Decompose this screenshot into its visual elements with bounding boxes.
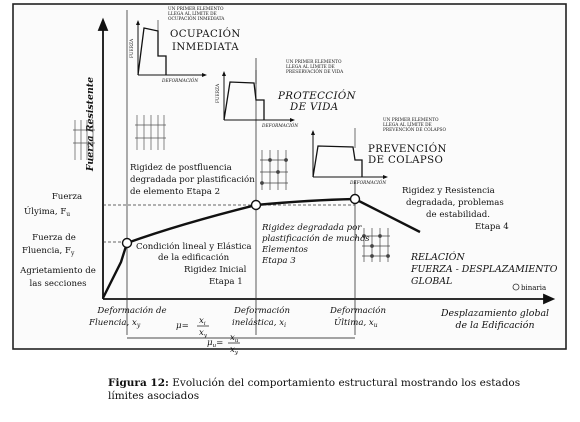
stage3-title-2: DE COLAPSO <box>368 155 443 166</box>
stage3-title-1: PREVENCIÓN <box>368 141 447 155</box>
region-etapa3: Rigidez degradada por plastificación de … <box>261 223 370 266</box>
etapa2-line1: Rigidez de postfluencia <box>130 163 232 173</box>
region-etapa1: Condición lineal y Elástica de la edific… <box>136 241 252 287</box>
region-etapa4: Rigidez y Resistencia degradada, problem… <box>402 186 509 232</box>
label-def-inelastica-1: Deformación <box>233 305 290 316</box>
main-axes <box>97 17 556 305</box>
caption-label: Figura 12: <box>108 377 169 389</box>
label-agrietamiento-1: Agrietamiento de <box>19 266 96 276</box>
label-fuerza-ultima-1: Fuerza <box>52 192 82 202</box>
x-axis-label-2: de la Edificación <box>456 320 535 331</box>
deformation-labels: Deformación de Fluencia, xy Deformación … <box>88 305 386 329</box>
x-axis-label-1: Desplazamiento global <box>440 308 549 319</box>
etapa4-line1: Rigidez y Resistencia <box>402 186 495 196</box>
figure-frame <box>12 3 567 350</box>
stage2-fuerza: FUERZA <box>216 83 221 103</box>
mu-symbol: μ= <box>176 321 189 331</box>
inset-prevencion-de-colapso: DEFORMACIÓN UN PRIMER ELEMENTO LLEGA AL … <box>311 118 447 186</box>
inset-proteccion-de-vida: FUERZA DEFORMACIÓN UN PRIMER ELEMENTO LL… <box>216 60 357 129</box>
stage2-note-2: LLEGA AL LÍMITE DE <box>286 64 335 70</box>
mu-u-denominator: xy <box>230 345 239 356</box>
stage3-note-3: PREVENCIÓN DE COLAPSO <box>383 127 446 133</box>
stage1-title-2: INMEDIATA <box>172 42 239 53</box>
etapa1-line2: de la edificación <box>158 252 230 263</box>
y-axis-label: Fuerza Resistente <box>85 77 96 172</box>
inset-ocupacion-inmediata: FUERZA DEFORMACIÓN UN PRIMER ELEMENTO LL… <box>130 7 241 84</box>
etapa1-line4: Etapa 1 <box>209 277 243 287</box>
caption-text: Evolución del comportamiento estructural… <box>108 377 521 402</box>
reference-lines <box>103 10 356 335</box>
label-def-ultima-2: Última, xu <box>334 316 378 329</box>
stage2-note-1: UN PRIMER ELEMENTO <box>286 60 342 65</box>
yield-point <box>121 237 133 249</box>
etapa2-line3: de elemento Etapa 2 <box>130 187 220 197</box>
binaria-watermark: binaria <box>512 283 546 292</box>
label-fuerza-fluencia-2: Fluencia, Fy <box>22 246 75 257</box>
mu-numerator: xi <box>199 316 206 327</box>
stage3-note-2: LLEGA AL LÍMITE DE <box>383 122 432 128</box>
stage1-note-1: UN PRIMER ELEMENTO <box>168 7 224 12</box>
stage1-deformacion: DEFORMACIÓN <box>161 78 198 84</box>
stage1-title-1: OCUPACIÓN <box>170 26 241 40</box>
label-def-fluencia-1: Deformación de <box>96 305 166 316</box>
building-sketch-4 <box>362 228 390 262</box>
building-sketch-2 <box>135 115 166 150</box>
label-def-inelastica-2: inelástica, xi <box>232 317 286 329</box>
region-etapa2: Rigidez de postfluencia degradada por pl… <box>130 163 255 197</box>
mu-u-symbol: μu= <box>207 338 223 349</box>
inelastic-point <box>250 199 262 211</box>
relacion-line3: GLOBAL <box>411 276 452 287</box>
structural-behavior-diagram: Fuerza Resistente Fuerza Úlyima, Fu Fuer… <box>12 3 567 356</box>
etapa4-line4: Etapa 4 <box>475 222 509 232</box>
ductility-formulas: μ= xi xy μu= xu xy <box>127 316 355 356</box>
etapa3-line1: Rigidez degradada por <box>261 223 362 233</box>
label-def-ultima-1: Deformación <box>329 305 386 316</box>
etapa1-line1: Condición lineal y Elástica <box>136 241 252 252</box>
etapa4-line3: de estabilidad. <box>426 210 490 220</box>
figure-caption: Figura 12: Evolución del comportamiento … <box>108 377 548 403</box>
stage1-fuerza: FUERZA <box>130 38 135 58</box>
etapa1-line3: Rigidez Inicial <box>184 265 247 275</box>
ultimate-point <box>349 193 361 205</box>
label-def-fluencia-2: Fluencia, xy <box>88 318 141 329</box>
stage1-note-2: LLEGA AL LÍMITE DE <box>168 11 217 17</box>
etapa3-line3: Elementos <box>261 245 309 255</box>
label-fuerza-ultima-2: Úlyima, Fu <box>24 205 70 218</box>
stage2-note-3: PRESERVACIÓN DE VIDA <box>286 69 344 75</box>
stage3-note-1: UN PRIMER ELEMENTO <box>383 118 439 123</box>
stage1-note-3: OCUPACIÓN INMEDIATA <box>168 16 225 22</box>
building-sketch-1 <box>73 120 95 160</box>
label-fuerza-fluencia-1: Fuerza de <box>32 233 76 243</box>
label-agrietamiento-2: las secciones <box>29 279 86 289</box>
region-relacion: RELACIÓN FUERZA - DESPLAZAMIENTO GLOBAL <box>410 251 558 287</box>
stage2-title-1: PROTECCIÓN <box>277 88 357 102</box>
stage3-deformacion: DEFORMACIÓN <box>349 180 386 186</box>
etapa3-line2: plastificación de muchos <box>262 233 370 244</box>
stage2-title-2: DE VIDA <box>289 102 339 113</box>
relacion-line1: RELACIÓN <box>410 251 465 263</box>
watermark-text: binaria <box>521 284 546 292</box>
relacion-line2: FUERZA - DESPLAZAMIENTO <box>410 264 558 275</box>
etapa4-line2: degradada, problemas <box>406 198 504 208</box>
building-sketch-3 <box>260 150 288 190</box>
stage2-deformacion: DEFORMACIÓN <box>261 123 298 129</box>
mu-u-numerator: xu <box>230 333 239 344</box>
etapa2-line2: degradada por plastificación <box>130 174 255 185</box>
force-labels: Fuerza Úlyima, Fu Fuerza de Fluencia, Fy… <box>19 192 96 289</box>
mu-denominator: xy <box>199 328 208 339</box>
capacity-curve <box>101 197 421 299</box>
etapa3-line4: Etapa 3 <box>261 256 296 266</box>
